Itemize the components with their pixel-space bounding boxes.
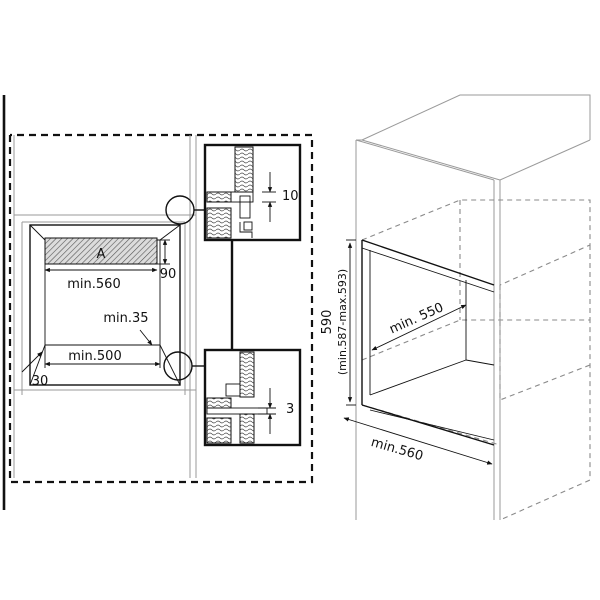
cabinet-height-range: (min.587-max.593)	[336, 269, 349, 375]
left-panel-dashed-frame	[8, 133, 314, 484]
dim-width-bottom: min.500	[68, 349, 121, 364]
ventilation-panel-a	[44, 237, 158, 265]
left-panel-cabinet-lines	[13, 135, 197, 478]
niche-front-view: A min.560 90 min.35 min.500 30	[21, 224, 181, 389]
dim-height-side: 90	[160, 267, 177, 282]
detail-bottom-dimension: 3	[286, 402, 294, 417]
detail-top-box: 10	[203, 143, 302, 242]
detail-bottom-box: 3	[203, 348, 302, 447]
callout-connectors	[163, 195, 234, 381]
dim-depth-corner: 30	[32, 374, 49, 389]
detail-top-dimension: 10	[282, 189, 299, 204]
cabinet-height: 590	[320, 310, 335, 335]
label-a: A	[97, 247, 106, 262]
dim-gap-bottom: min.35	[103, 311, 148, 326]
cabinet-perspective: 590 (min.587-max.593) min. 550 min.560	[320, 94, 591, 521]
dim-width-top: min.560	[67, 277, 120, 292]
callout-circle-bottom	[163, 351, 193, 381]
cabinet-width: min.560	[369, 435, 425, 464]
